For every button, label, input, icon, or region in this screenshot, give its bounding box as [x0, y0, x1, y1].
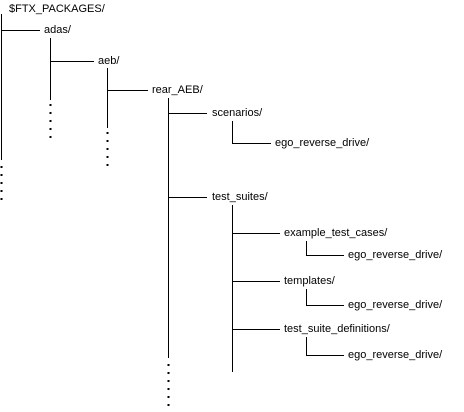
aeb-continuation-dots — [106, 132, 109, 166]
node-rear-aeb: rear_AEB/ — [152, 84, 203, 96]
example-test-cases-to-child-connector — [306, 241, 344, 256]
adas-continuation-dots — [49, 104, 52, 138]
root-continuation-dots — [0, 166, 3, 200]
node-test-suite-definitions: test_suite_definitions/ — [284, 323, 390, 335]
node-templates-ego-reverse-drive: ego_reverse_drive/ — [348, 299, 443, 311]
node-aeb: aeb/ — [98, 55, 120, 67]
node-example-test-cases-ego-reverse-drive: ego_reverse_drive/ — [348, 249, 443, 261]
definitions-to-child-connector — [306, 337, 344, 356]
node-example-test-cases: example_test_cases/ — [284, 227, 388, 239]
node-test-suite-definitions-ego-reverse-drive: ego_reverse_drive/ — [348, 349, 443, 361]
scenarios-to-child-connector — [232, 121, 271, 144]
rear-aeb-continuation-dots — [167, 364, 170, 406]
node-scenarios: scenarios/ — [212, 107, 263, 119]
templates-to-child-connector — [306, 289, 344, 306]
node-templates: templates/ — [284, 275, 335, 287]
node-test-suites: test_suites/ — [212, 191, 268, 203]
node-scenarios-ego-reverse-drive: ego_reverse_drive/ — [275, 137, 370, 149]
node-root-ftx-packages: $FTX_PACKAGES/ — [9, 3, 105, 15]
node-adas: adas/ — [44, 24, 71, 36]
